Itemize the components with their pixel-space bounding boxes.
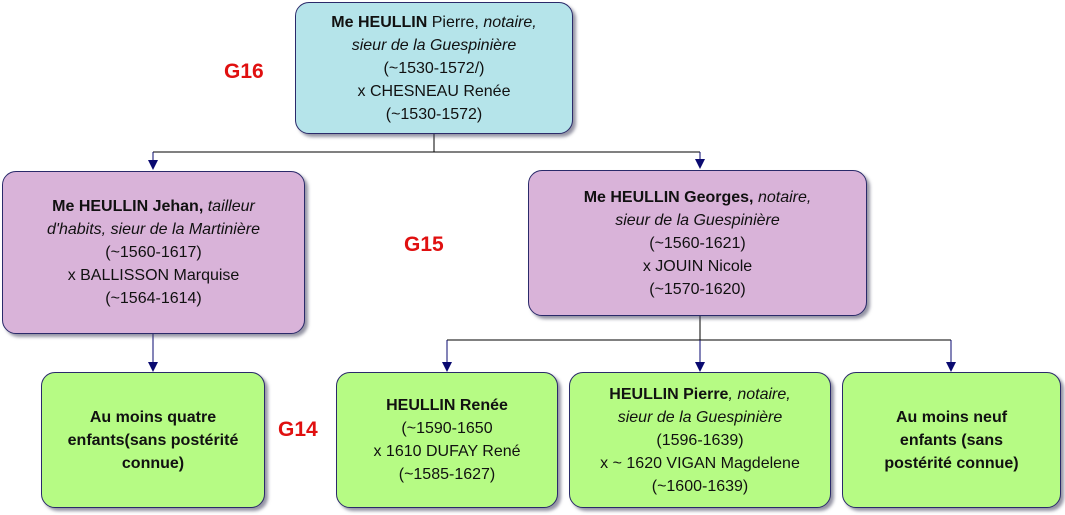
box-line: postérité connue) [884, 452, 1018, 475]
box-line: (~1590-1650 [401, 417, 492, 440]
text-segment: notaire, [753, 188, 812, 206]
box-line: (1596-1639) [656, 429, 743, 452]
text-segment: Me HEULLIN Georges, [583, 188, 754, 206]
generation-label-g16: G16 [224, 60, 264, 83]
text-segment: (~1564-1614) [105, 290, 202, 307]
box-line: HEULLIN Pierre, notaire, [609, 383, 790, 406]
box-line: (~1585-1627) [399, 463, 496, 486]
box-line: x 1610 DUFAY René [373, 440, 520, 463]
text-segment: , notaire, [728, 385, 791, 403]
text-segment: enfants (sans [899, 431, 1004, 449]
text-segment: (~1585-1627) [398, 466, 496, 483]
text-segment: (~1560-1621) [649, 234, 746, 252]
person-box-georges: Me HEULLIN Georges, notaire, sieur de la … [528, 170, 867, 316]
text-segment: Au moins neuf [895, 408, 1008, 426]
text-segment: (~1570-1620) [649, 280, 746, 298]
text-segment: x BALLISSON Marquise [67, 267, 240, 284]
text-segment: x 1610 DUFAY René [373, 443, 521, 460]
box-line: x JOUIN Nicole [643, 255, 752, 278]
person-box-georges-children: Au moins neuf enfants (sans postérité conn… [842, 372, 1061, 508]
person-box-pierre-junior: HEULLIN Pierre, notaire, sieur de la Gues… [569, 372, 831, 508]
box-line: (~1530-1572/) [384, 57, 485, 80]
box-line: enfants (sans [900, 429, 1003, 452]
text-segment: sieur de la Guespinière [615, 211, 780, 229]
generation-label-g15: G15 [404, 233, 444, 256]
box-line: x BALLISSON Marquise [68, 264, 240, 287]
text-segment: (~1530-1572/) [383, 59, 485, 77]
box-line: (~1570-1620) [649, 278, 746, 301]
box-line: (~1564-1614) [105, 287, 202, 310]
box-line: Me HEULLIN Pierre, notaire, [331, 11, 536, 34]
text-segment: HEULLIN Pierre [609, 385, 729, 403]
box-line: connue) [122, 452, 184, 475]
text-segment: Pierre, [427, 13, 484, 31]
person-box-renee: HEULLIN Renée (~1590-1650 x 1610 DUFAY Ren… [336, 372, 558, 508]
text-segment: postérité connue) [884, 454, 1019, 472]
text-segment: tailleur [203, 198, 255, 215]
person-box-jehan: Me HEULLIN Jehan, tailleur d'habits, sieu… [2, 171, 305, 334]
text-segment: (1596-1639) [656, 431, 744, 449]
text-segment: x CHESNEAU Renée [357, 82, 511, 100]
text-segment: Au moins quatre [89, 408, 217, 426]
box-line: sieur de la Guespinière [352, 34, 517, 57]
text-segment: notaire, [483, 13, 537, 31]
person-box-pierre-senior: Me HEULLIN Pierre, notaire, sieur de la G… [295, 2, 573, 134]
text-segment: Me HEULLIN [331, 13, 428, 31]
box-line: (~1600-1639) [652, 475, 749, 498]
box-line: enfants(sans postérité [68, 429, 239, 452]
text-segment: (~1590-1650 [401, 420, 493, 437]
box-line: HEULLIN Renée [386, 394, 508, 417]
box-line: x ~ 1620 VIGAN Magdelene [600, 452, 800, 475]
box-line: (~1560-1617) [105, 241, 202, 264]
text-segment: d'habits, sieur de la Martinière [47, 221, 260, 238]
box-line: (~1530-1572) [386, 103, 483, 126]
generation-label-g14: G14 [278, 418, 318, 441]
box-line: Me HEULLIN Georges, notaire, [584, 186, 812, 209]
text-segment: (~1530-1572) [385, 105, 483, 123]
text-segment: x JOUIN Nicole [642, 257, 753, 275]
box-line: Au moins quatre [90, 406, 216, 429]
box-line: Au moins neuf [896, 406, 1007, 429]
text-segment: (~1600-1639) [651, 477, 749, 495]
box-line: Me HEULLIN Jehan, tailleur [52, 195, 255, 218]
text-segment: connue) [121, 454, 185, 472]
box-line: d'habits, sieur de la Martinière [47, 218, 260, 241]
text-segment: (~1560-1617) [105, 244, 202, 261]
box-line: (~1560-1621) [649, 232, 746, 255]
text-segment: sieur de la Guespinière [351, 36, 517, 54]
text-segment: HEULLIN Renée [386, 397, 508, 414]
text-segment: Me HEULLIN Jehan, [52, 198, 204, 215]
box-line: x CHESNEAU Renée [358, 80, 511, 103]
text-segment: sieur de la Guespinière [617, 408, 783, 426]
text-segment: enfants(sans postérité [67, 431, 239, 449]
text-segment: x ~ 1620 VIGAN Magdelene [600, 454, 800, 472]
box-line: sieur de la Guespinière [618, 406, 783, 429]
person-box-jehan-children: Au moins quatre enfants(sans postérité con… [41, 372, 265, 508]
box-line: sieur de la Guespinière [615, 209, 780, 232]
